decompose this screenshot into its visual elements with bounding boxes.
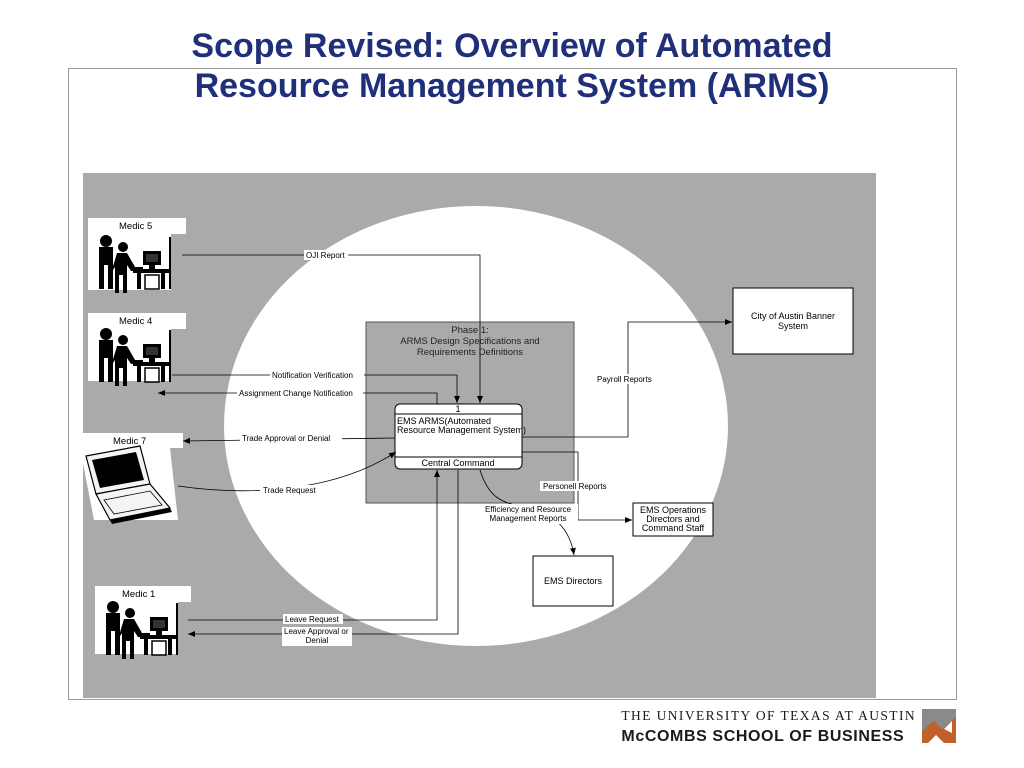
title-line-1: Scope Revised: Overview of Automated (191, 27, 833, 65)
medic-1-label-box (95, 586, 191, 602)
flow-oji-report (182, 254, 483, 403)
medic-4-label: Medic 4 (119, 316, 152, 327)
label-trade-request: Trade Request (263, 486, 316, 495)
process-owner: Central Command (421, 458, 494, 468)
mccombs-logo-icon (922, 709, 956, 743)
ems-operations-box (632, 502, 714, 537)
flow-leave-approval (188, 470, 459, 637)
flow-notification-verification (172, 374, 460, 403)
ops-line-3: Command Staff (642, 523, 705, 533)
process-line-1: EMS ARMS(Automated (397, 416, 491, 426)
laptop-icon (80, 445, 178, 524)
label-leave-request: Leave Request (285, 615, 340, 624)
medic-5-label: Medic 5 (119, 221, 152, 232)
ops-line-2: Directors and (646, 514, 700, 524)
banner-line-1: City of Austin Banner (751, 311, 835, 321)
medic-7-label: Medic 7 (113, 436, 146, 447)
ops-line-1: EMS Operations (640, 505, 707, 515)
directors-label: EMS Directors (544, 576, 603, 586)
title-line-2: Resource Management System (ARMS) (194, 67, 830, 105)
flow-leave-request (188, 470, 440, 621)
ems-directors-box (532, 555, 614, 607)
footer-university: THE UNIVERSITY OF TEXAS AT AUSTIN (621, 708, 916, 723)
university-footer: THE UNIVERSITY OF TEXAS AT AUSTIN McCOMB… (621, 708, 916, 746)
label-notification-verification: Notification Verification (272, 371, 353, 380)
label-personell-reports: Personell Reports (543, 482, 607, 491)
slide-frame (68, 68, 957, 700)
process-box (394, 403, 523, 470)
process-number: 1 (455, 404, 460, 414)
medic-4-label-box (88, 313, 186, 329)
label-oji-report: OJI Report (306, 251, 345, 260)
label-trade-approval: Trade Approval or Denial (242, 434, 330, 443)
banner-line-2: System (778, 321, 808, 331)
label-assignment-change: Assignment Change Notification (239, 389, 353, 398)
label-efficiency-line-2: Management Reports (490, 514, 567, 523)
phase-line-2: ARMS Design Specifications and (400, 336, 539, 347)
banner-system-box (732, 287, 854, 355)
medic-7-label-box (83, 433, 183, 448)
phase-line-3: Requirements Definitions (417, 347, 523, 358)
medic-1-label: Medic 1 (122, 589, 155, 600)
phase-line-1: Phase 1: (451, 325, 489, 336)
footer-school: McCOMBS SCHOOL OF BUSINESS (621, 728, 905, 745)
label-payroll-reports: Payroll Reports (597, 375, 652, 384)
medic-5-label-box (88, 218, 186, 234)
label-leave-approval-line-2: Denial (306, 636, 329, 645)
slide-title: Scope Revised: Overview of Automated Res… (60, 26, 964, 106)
label-efficiency-line-1: Efficiency and Resource (485, 505, 572, 514)
process-line-2: Resource Management System) (397, 425, 526, 435)
label-leave-approval-line-1: Leave Approval or (284, 627, 349, 636)
